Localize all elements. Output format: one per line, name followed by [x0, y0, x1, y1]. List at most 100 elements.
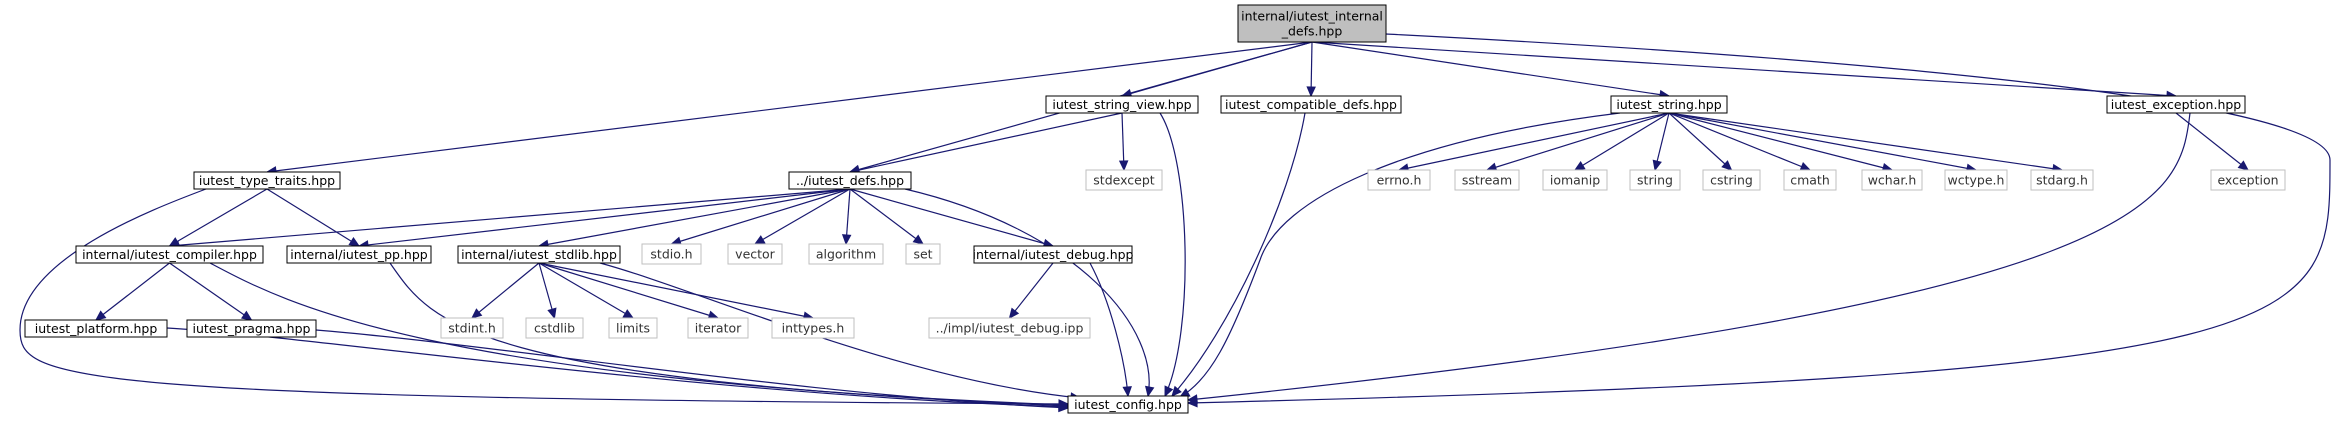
- edge-line: [19, 188, 1069, 405]
- edge-line: [2175, 112, 2249, 171]
- edge-line: [266, 41, 1313, 173]
- node-pp[interactable]: internal/iutest_pp.hpp: [286, 245, 432, 264]
- edge-line: [1009, 262, 1054, 319]
- node-label: internal/iutest_compiler.hpp: [82, 247, 257, 262]
- node-label: iutest_config.hpp: [1074, 397, 1182, 412]
- arrowhead-icon: [1008, 307, 1020, 319]
- node-label: stdarg.h: [2036, 173, 2088, 188]
- edge-defs-to-debug: [849, 188, 1055, 249]
- node-box: [788, 171, 912, 190]
- edge-line: [169, 188, 851, 247]
- node-box: [24, 319, 168, 338]
- edge-line: [1486, 112, 1670, 171]
- edge-line: [1159, 112, 1186, 397]
- node-label: cstring: [1710, 173, 1753, 188]
- node-box: [286, 245, 432, 264]
- node-box: [771, 317, 855, 339]
- edge-line: [538, 262, 814, 319]
- edge-line: [169, 188, 268, 247]
- arrowhead-icon: [622, 309, 635, 319]
- edge-line: [1668, 112, 2063, 171]
- edge-line: [1089, 262, 1129, 397]
- edge-line: [538, 262, 719, 319]
- node-config[interactable]: iutest_config.hpp: [1067, 395, 1189, 414]
- node-label: iomanip: [1550, 173, 1600, 188]
- node-string[interactable]: iutest_string.hpp: [1610, 95, 1728, 114]
- edge-compiler-to-platform: [95, 262, 170, 321]
- edge-line: [1668, 112, 1811, 171]
- edge-line: [1654, 112, 1670, 171]
- node-stdlib[interactable]: internal/iutest_stdlib.hpp: [457, 245, 621, 264]
- node-label: sstream: [1462, 173, 1512, 188]
- node-defs[interactable]: ../iutest_defs.hpp: [788, 171, 912, 190]
- node-label: iutest_compatible_defs.hpp: [1225, 97, 1397, 112]
- edge-line: [904, 188, 1150, 397]
- node-box: [1783, 169, 1837, 191]
- edge-defs-to-compiler: [168, 188, 851, 250]
- arrowhead-icon: [2237, 160, 2249, 171]
- edge-line: [1121, 41, 1313, 97]
- arrowhead-icon: [471, 308, 483, 319]
- node-label: ../iutest_defs.hpp: [796, 173, 904, 188]
- edge-line: [671, 188, 851, 245]
- edge-defs-to-vector: [753, 188, 851, 245]
- node-compiler[interactable]: internal/iutest_compiler.hpp: [75, 245, 264, 264]
- edge-string_view-to-defs: [848, 112, 1123, 175]
- edge-line: [1311, 41, 2177, 97]
- arrowhead-icon: [1306, 86, 1316, 98]
- edge-line: [538, 262, 634, 319]
- node-label: internal/iutest_stdlib.hpp: [461, 247, 617, 262]
- node-pragma[interactable]: iutest_pragma.hpp: [186, 319, 317, 338]
- node-box: [1702, 169, 1761, 191]
- node-type_traits[interactable]: iutest_type_traits.hpp: [193, 171, 341, 190]
- node-label: wctype.h: [1948, 173, 2005, 188]
- arrowhead-icon: [1799, 162, 1812, 171]
- node-exception_std: exception: [2210, 169, 2286, 191]
- edge-compatible_defs-to-config: [1171, 112, 1306, 397]
- edge-debug-to-config: [1089, 262, 1132, 398]
- node-string_view[interactable]: iutest_string_view.hpp: [1045, 95, 1199, 114]
- edge-stdlib-to-inttypes: [538, 262, 815, 321]
- edge-defs-to-pp: [357, 188, 851, 250]
- edge-string-to-cstring: [1668, 112, 1733, 171]
- node-cstdlib: cstdlib: [525, 317, 584, 339]
- edge-line: [1171, 112, 1306, 397]
- edge-exception_hpp-to-exception_std: [2175, 112, 2249, 171]
- arrowhead-icon: [95, 310, 107, 321]
- node-box: [457, 245, 621, 264]
- node-compatible_defs[interactable]: iutest_compatible_defs.hpp: [1220, 95, 1402, 114]
- edge-line: [1668, 112, 1977, 171]
- edge-debug-to-debug_ipp: [1008, 262, 1054, 319]
- arrowhead-icon: [841, 234, 852, 246]
- node-debug[interactable]: internal/iutest_debug.hpp: [972, 245, 1134, 264]
- edge-line: [1574, 112, 1670, 171]
- edge-line: [1668, 112, 1893, 171]
- edge-line: [358, 188, 851, 247]
- arrowhead-icon: [912, 234, 924, 245]
- node-label: iutest_pragma.hpp: [193, 321, 311, 336]
- node-label: stdio.h: [650, 247, 692, 262]
- node-label: algorithm: [816, 247, 876, 262]
- arrowhead-icon: [1164, 385, 1174, 398]
- node-stdint: stdint.h: [440, 317, 504, 339]
- node-box: [193, 171, 341, 190]
- arrowhead-icon: [753, 235, 766, 245]
- edge-line: [471, 262, 540, 319]
- node-box: [687, 317, 749, 339]
- edge-string-to-wctype: [1668, 112, 1978, 173]
- edge-line: [1398, 112, 1670, 171]
- node-box: [1454, 169, 1520, 191]
- node-label: stdint.h: [448, 321, 496, 336]
- edge-type_traits-to-pp: [266, 188, 361, 247]
- node-wctype: wctype.h: [1944, 169, 2008, 191]
- node-platform[interactable]: iutest_platform.hpp: [24, 319, 168, 338]
- node-exception_hpp[interactable]: iutest_exception.hpp: [2106, 95, 2246, 114]
- node-label: vector: [735, 247, 776, 262]
- node-root[interactable]: internal/iutest_internal_defs.hpp: [1237, 4, 1387, 43]
- arrowhead-icon: [1721, 160, 1733, 171]
- edge-line: [1179, 112, 1621, 398]
- node-box: [1944, 169, 2008, 191]
- node-iterator: iterator: [687, 317, 749, 339]
- node-label: iutest_type_traits.hpp: [199, 173, 335, 188]
